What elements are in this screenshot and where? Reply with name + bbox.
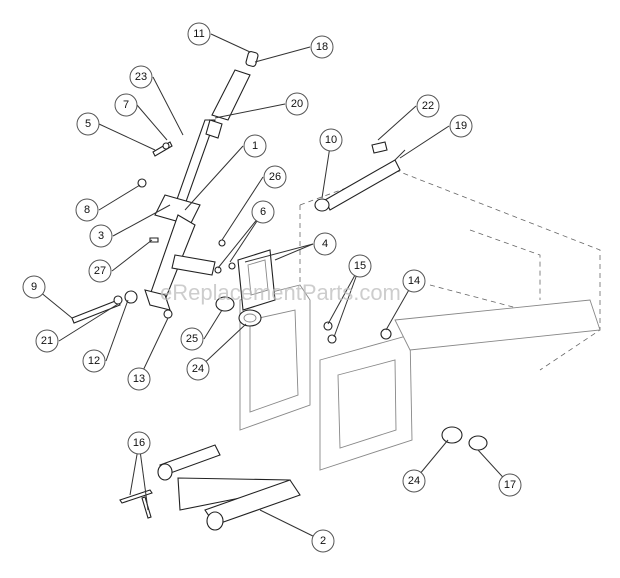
svg-text:7: 7 [123, 99, 129, 111]
callout-9: 9 [22, 275, 46, 299]
svg-text:4: 4 [322, 238, 328, 250]
callout-15: 15 [348, 254, 372, 278]
lift-handle [144, 119, 216, 311]
svg-text:19: 19 [455, 120, 467, 132]
svg-text:2: 2 [320, 535, 326, 547]
svg-text:27: 27 [94, 265, 106, 277]
svg-text:3: 3 [98, 230, 104, 242]
svg-text:20: 20 [291, 98, 303, 110]
callout-5: 5 [76, 112, 100, 136]
svg-text:23: 23 [135, 71, 147, 83]
callout-2: 2 [311, 529, 335, 553]
svg-text:21: 21 [41, 335, 53, 347]
bushing-24-lower [441, 426, 463, 444]
callout-23: 23 [129, 65, 153, 89]
frame-plate-left [239, 284, 311, 431]
callout-10: 10 [319, 128, 343, 152]
svg-text:8: 8 [84, 204, 90, 216]
callout-13: 13 [127, 367, 151, 391]
svg-text:17: 17 [504, 479, 516, 491]
svg-text:13: 13 [133, 373, 145, 385]
svg-text:24: 24 [408, 475, 420, 487]
callout-17: 17 [498, 473, 522, 497]
svg-text:16: 16 [133, 437, 145, 449]
extension-spring [314, 141, 406, 212]
callout-24-lower: 24 [402, 469, 426, 493]
callout-4: 4 [313, 232, 337, 256]
callout-6: 6 [251, 200, 275, 224]
callout-19: 19 [449, 114, 473, 138]
callout-27: 27 [88, 259, 112, 283]
callout-12: 12 [82, 349, 106, 373]
watermark-text: eReplacementParts.com [160, 280, 401, 305]
leader-lines [33, 33, 511, 542]
retaining-ring-17 [468, 435, 488, 451]
svg-text:12: 12 [88, 355, 100, 367]
svg-text:26: 26 [269, 171, 281, 183]
svg-text:10: 10 [325, 134, 337, 146]
svg-text:5: 5 [85, 118, 91, 130]
callout-18: 18 [310, 35, 334, 59]
bushing-25 [215, 296, 235, 312]
callout-22: 22 [416, 94, 440, 118]
callout-8: 8 [75, 198, 99, 222]
handle-grip [211, 51, 259, 121]
callout-14: 14 [402, 269, 426, 293]
callout-11: 11 [187, 22, 211, 46]
svg-text:11: 11 [193, 28, 204, 40]
svg-text:22: 22 [422, 100, 434, 112]
svg-text:25: 25 [186, 333, 198, 345]
svg-text:9: 9 [31, 281, 37, 293]
frame-rail [394, 299, 601, 351]
callout-21: 21 [35, 329, 59, 353]
small-hardware [137, 141, 392, 344]
callout-24-upper: 24 [186, 357, 210, 381]
callout-7: 7 [114, 93, 138, 117]
frame-plate-center [319, 334, 413, 471]
svg-text:18: 18 [316, 41, 328, 53]
detent-plate [237, 249, 276, 311]
callout-1: 1 [243, 134, 267, 158]
callout-25: 25 [180, 327, 204, 351]
svg-text:24: 24 [192, 363, 204, 375]
callout-26: 26 [263, 165, 287, 189]
svg-text:14: 14 [408, 275, 420, 287]
svg-text:1: 1 [252, 140, 258, 152]
lift-shaft [119, 444, 301, 531]
callout-3: 3 [89, 224, 113, 248]
svg-text:15: 15 [354, 260, 366, 272]
callout-16: 16 [127, 431, 151, 455]
svg-text:6: 6 [260, 206, 266, 218]
handle-spring [205, 119, 223, 139]
callout-20: 20 [285, 92, 309, 116]
bushing-24-upper [238, 309, 262, 327]
